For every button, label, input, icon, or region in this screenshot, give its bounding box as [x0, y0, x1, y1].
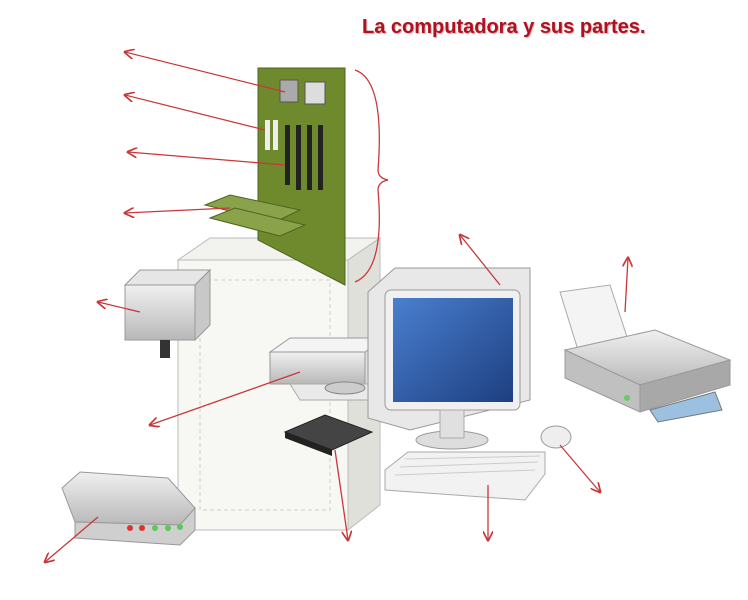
- arrow-modem: [45, 516, 99, 562]
- arrow-processor: [125, 52, 286, 93]
- arrow-monitor: [460, 235, 501, 286]
- monitor-screen: [393, 298, 513, 402]
- ram: [285, 125, 290, 185]
- arrow-ram: [125, 95, 266, 131]
- mouse: [540, 425, 572, 449]
- motherboard: [203, 67, 346, 286]
- hard-drive: [283, 414, 374, 456]
- keyboard: [384, 451, 546, 501]
- arrow-mouse: [559, 444, 600, 492]
- page-title: La computadora y sus partes.: [362, 16, 646, 38]
- arrow-slots: [128, 152, 286, 166]
- arrow-optical-drive: [150, 371, 301, 425]
- arrow-hard-drive: [334, 449, 348, 540]
- monitor: [367, 267, 531, 450]
- arrow-power-supply: [98, 302, 141, 313]
- modem: [61, 471, 196, 546]
- power-supply: [123, 268, 212, 358]
- printer: [559, 284, 732, 423]
- arrow-printer: [625, 258, 628, 313]
- arrow-expansion-cards: [125, 207, 231, 213]
- brace: [354, 69, 389, 283]
- label-arrows: [45, 52, 628, 562]
